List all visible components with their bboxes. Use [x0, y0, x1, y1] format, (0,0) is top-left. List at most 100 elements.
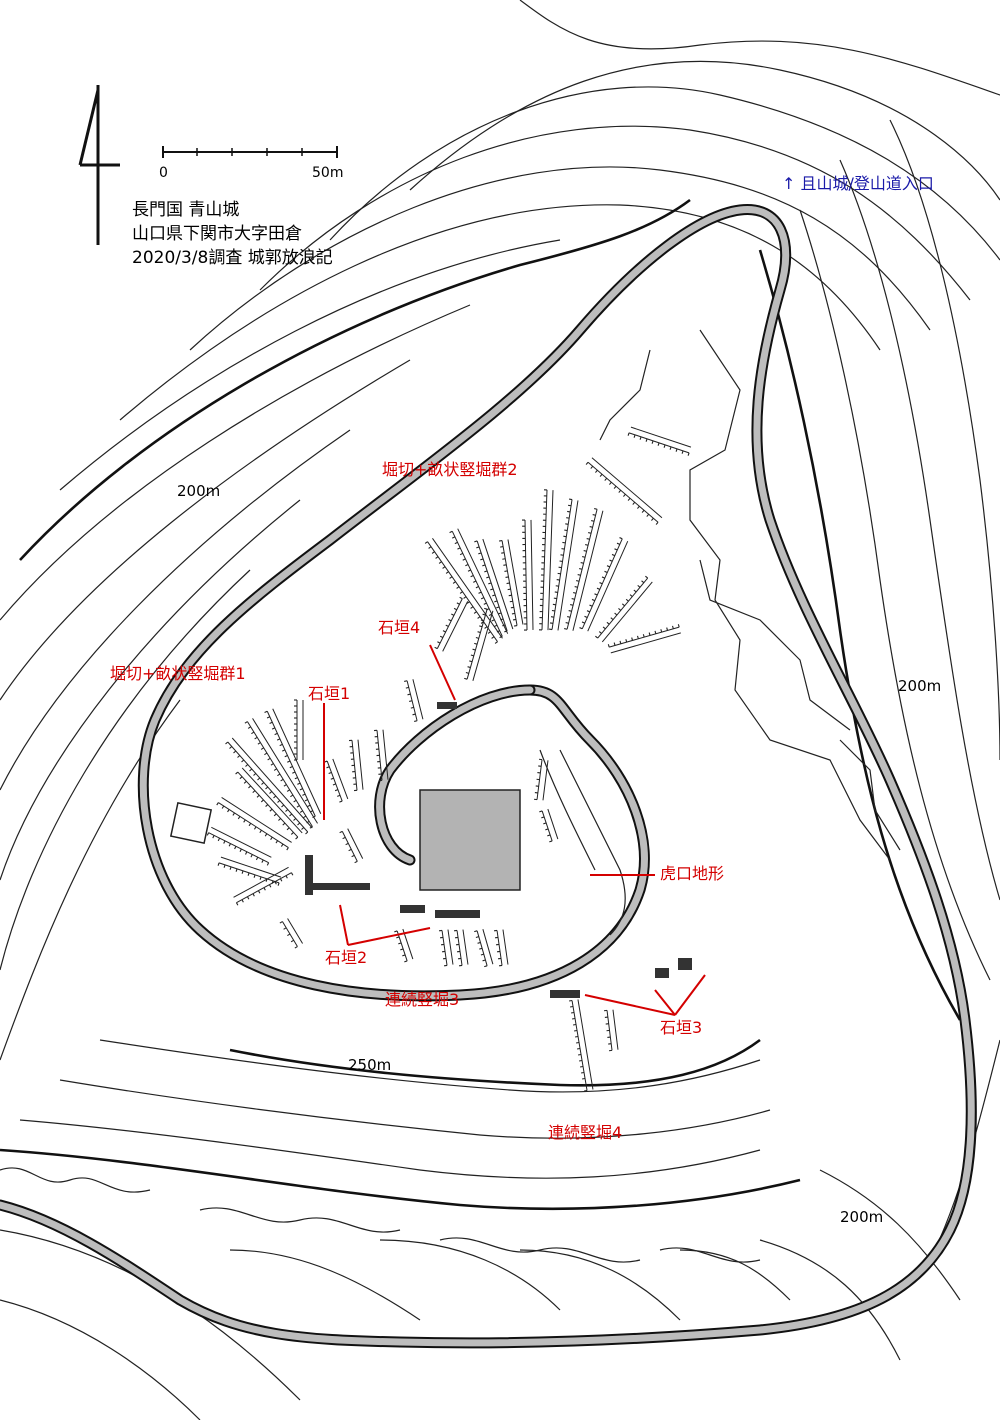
trench-hatch [345, 842, 349, 846]
trench-hatch [273, 795, 277, 799]
trench-hatch [277, 882, 280, 886]
castle-address: 山口県下関市大字田倉 [132, 224, 302, 244]
trench-hatch [621, 603, 625, 607]
trench-hatch [613, 642, 616, 646]
label-tatebori4: 連続竪堀4 [548, 1123, 623, 1142]
trench-hatch [589, 604, 593, 607]
trench-hatch [494, 600, 498, 603]
trench-hatch [307, 804, 311, 807]
trench-hatch [577, 574, 581, 576]
trench-hatch [475, 636, 479, 639]
trench-hatch [306, 820, 310, 824]
trench-hatch [435, 556, 439, 559]
trench-hatch [513, 624, 518, 627]
trench-hatch [651, 517, 654, 521]
trench-hatch [239, 848, 242, 852]
trench-hatch [404, 960, 408, 963]
trench-hatch [505, 576, 509, 579]
trench-hatch [252, 790, 256, 794]
trench-hatch [301, 827, 305, 830]
trench-hatch [618, 608, 622, 611]
trench-hatch [269, 791, 273, 794]
trench-hatch [539, 810, 543, 813]
trench-hatch [217, 862, 220, 866]
trench-hatch [502, 624, 506, 627]
elevation-200-west: 200m [177, 482, 221, 500]
trench-hatch [470, 654, 474, 657]
trench-hatch [249, 768, 253, 772]
trench-hatch [279, 878, 283, 882]
tatebori-trench [227, 737, 313, 833]
trench-hatch [595, 469, 598, 473]
trench-hatch [454, 541, 458, 545]
trench-hatch [424, 541, 428, 544]
label-horikiri-group1: 堀切+畝状竪堀群1 [110, 664, 246, 683]
trench-hatch [267, 757, 271, 761]
lower-slope-lines [0, 1167, 761, 1263]
trench-hatch [253, 826, 257, 830]
trench-hatch [294, 946, 298, 949]
trench-hatch [484, 626, 488, 629]
trench-hatch [510, 606, 514, 609]
trench-hatch [280, 843, 284, 847]
west-enclosure [169, 801, 213, 845]
trench-hatch [482, 613, 486, 616]
trench-hatch [613, 485, 617, 489]
trench-hatch [290, 831, 294, 835]
trench-hatch [412, 713, 416, 716]
trench-hatch [582, 556, 586, 558]
tatebori-trench [541, 489, 554, 631]
tatebori-trench [551, 499, 579, 631]
trench-hatch [405, 686, 409, 689]
trench-hatch [409, 700, 413, 702]
trench-hatch [271, 727, 276, 730]
trench-hatch [565, 622, 569, 624]
trench-hatch [583, 550, 587, 552]
trench-hatch [252, 893, 255, 897]
trench-hatch [477, 616, 481, 619]
trench-hatch [501, 552, 505, 554]
trench-hatch [475, 586, 479, 589]
trench-hatch [269, 808, 273, 812]
trench-hatch [264, 752, 268, 756]
trench-hatch [286, 827, 290, 831]
trench-hatch [503, 564, 507, 566]
trench-hatch [259, 829, 262, 834]
trench-hatch [229, 746, 233, 749]
trench-hatch [302, 793, 306, 796]
tatebori-trench [524, 519, 534, 631]
trench-hatch [245, 851, 248, 855]
honmaru [419, 789, 521, 891]
tatebori-trench [326, 758, 349, 802]
trench-hatch [244, 721, 248, 724]
trench-hatch [439, 635, 444, 639]
trench-hatch [474, 540, 478, 543]
trench-hatch [592, 514, 596, 516]
trench-hatch [253, 773, 257, 776]
trench-hatch [206, 832, 210, 836]
tatebori-groups [206, 426, 692, 1092]
trench-hatch [545, 828, 549, 831]
trench-hatch [496, 606, 500, 609]
trench-hatch [488, 582, 492, 585]
trench-hatch [657, 442, 660, 446]
trench-hatch [465, 671, 469, 674]
trench-hatch [264, 833, 268, 837]
trench-hatch [462, 558, 466, 561]
trench-hatch [498, 612, 502, 615]
koguchi-slope [539, 749, 626, 936]
trench-hatch [217, 837, 221, 842]
trench-hatch [283, 927, 287, 930]
trench-hatch [494, 641, 498, 644]
trench-hatch [438, 561, 442, 564]
trench-hatch [299, 810, 303, 813]
trench-hatch [348, 848, 352, 852]
trench-hatch [431, 551, 435, 554]
trench-hatch [596, 587, 600, 590]
trench-hatch [285, 809, 289, 812]
trench-hatch [654, 630, 657, 634]
trench-hatch [470, 575, 474, 578]
trench-hatch [233, 750, 237, 754]
trench-hatch [235, 868, 238, 872]
trench-hatch [581, 621, 585, 624]
